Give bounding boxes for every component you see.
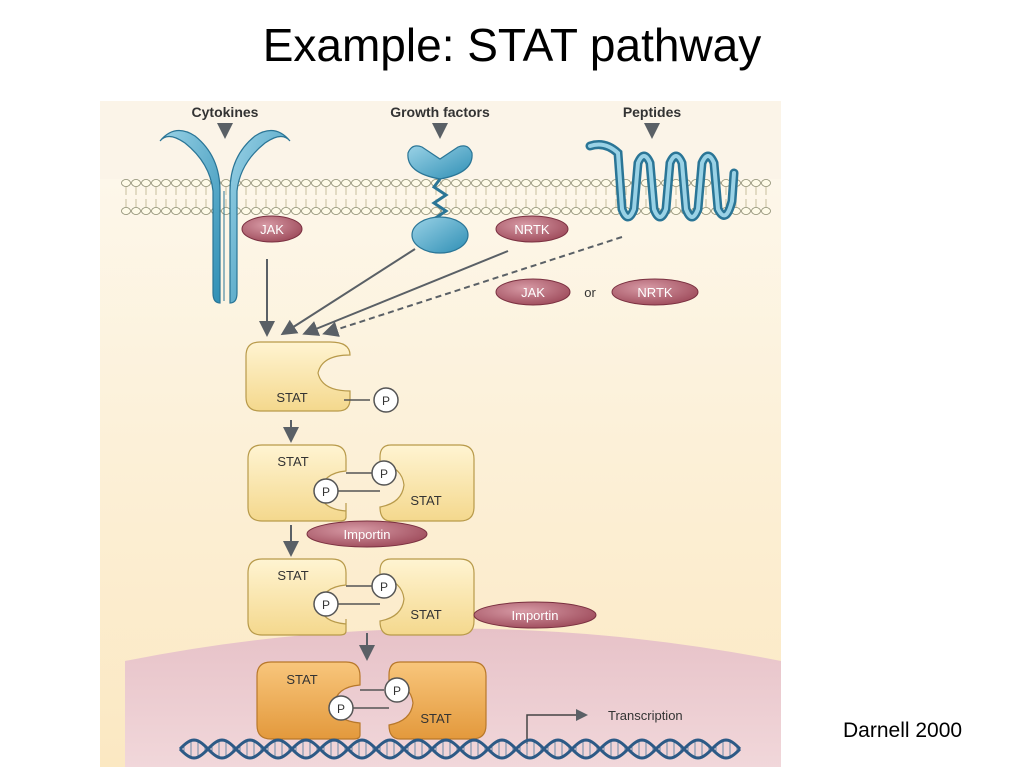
cytokines-label: Cytokines	[192, 104, 259, 120]
input-arrows	[217, 123, 660, 139]
nrtk-label-2: NRTK	[637, 285, 672, 300]
stat-label: STAT	[277, 568, 308, 583]
phospho-label: P	[382, 394, 390, 408]
dna-helix	[178, 738, 742, 760]
stat-dimer: STAT STAT P P	[247, 444, 475, 522]
stat-monomer: STAT P	[245, 341, 399, 413]
phospho-label: P	[337, 702, 345, 716]
or-label: or	[584, 285, 596, 300]
source-credit: Darnell 2000	[843, 719, 963, 742]
stat-label: STAT	[286, 672, 317, 687]
stat-dimer-importin: STAT STAT P P Importin	[247, 558, 597, 636]
peptides-label: Peptides	[623, 104, 682, 120]
importin-label: Importin	[512, 608, 559, 623]
nrtk-badge: NRTK	[495, 215, 569, 243]
phospho-label: P	[322, 485, 330, 499]
peptide-receptor	[585, 140, 739, 222]
nuclear-stat-dimer: STAT STAT P P	[256, 661, 487, 740]
nrtk-label: NRTK	[514, 222, 549, 237]
stat-label: STAT	[277, 454, 308, 469]
jak-or-nrtk-group: JAK or NRTK	[495, 278, 699, 306]
slide-title: Example: STAT pathway	[262, 19, 762, 71]
stat-pathway-diagram: Cytokines Growth factors Peptides JAK NR…	[100, 101, 781, 767]
importin-badge: Importin	[306, 520, 428, 548]
cytokine-receptor	[159, 130, 291, 304]
phospho-label: P	[380, 467, 388, 481]
jak-label-2: JAK	[521, 285, 545, 300]
phospho-label: P	[322, 598, 330, 612]
stat-label: STAT	[420, 711, 451, 726]
phospho-label: P	[393, 684, 401, 698]
stat-label: STAT	[410, 493, 441, 508]
importin-label: Importin	[344, 527, 391, 542]
phospho-label: P	[380, 580, 388, 594]
growth-factors-label: Growth factors	[390, 104, 490, 120]
jak-badge: JAK	[241, 215, 303, 243]
activation-arrows	[259, 236, 623, 337]
transcription-arrow: Transcription	[526, 708, 683, 744]
stat-label: STAT	[276, 390, 307, 405]
cell-membrane	[121, 179, 771, 215]
transcription-label: Transcription	[608, 708, 683, 723]
jak-label: JAK	[260, 222, 284, 237]
growth-factor-receptor	[407, 145, 473, 254]
stat-label: STAT	[410, 607, 441, 622]
